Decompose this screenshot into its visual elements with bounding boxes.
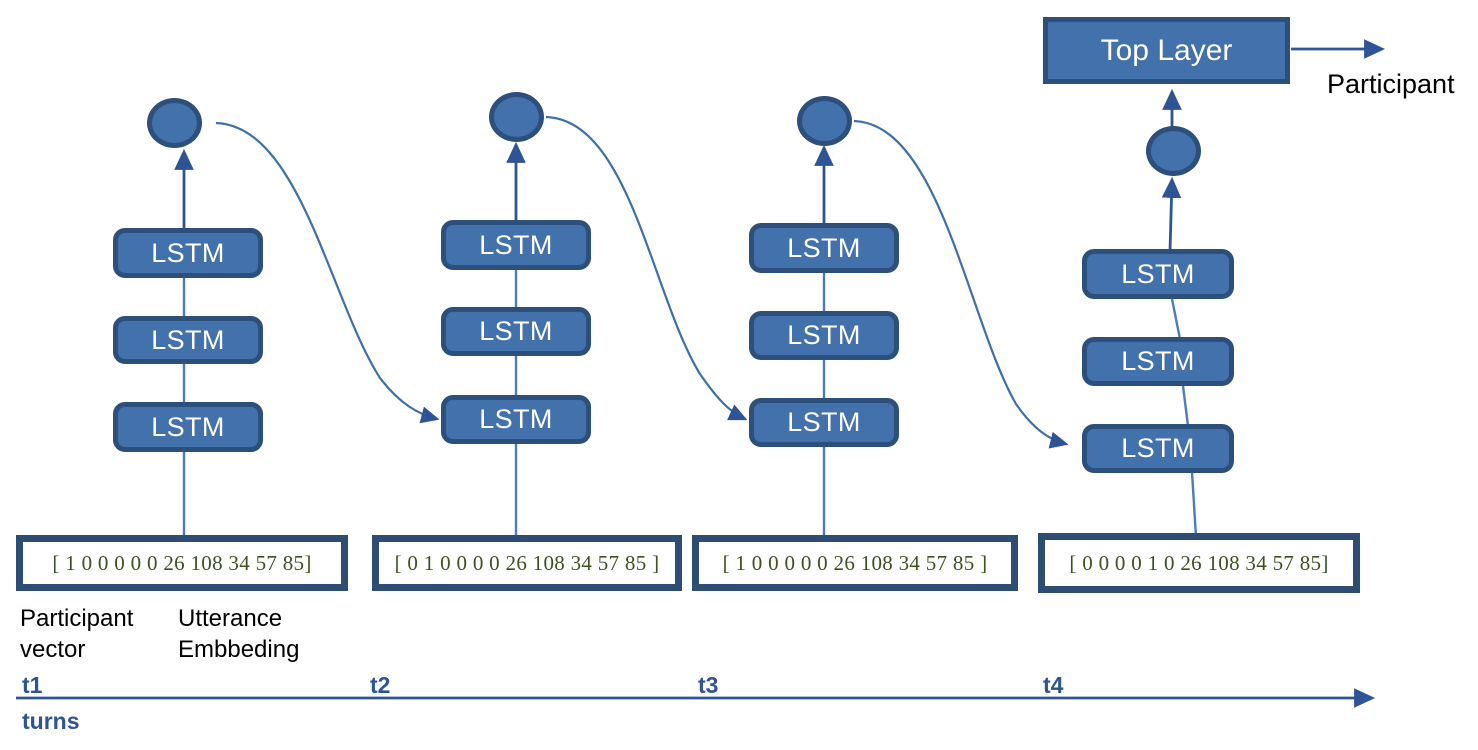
lstm-cell-t4-layer1[interactable]: LSTM bbox=[1082, 424, 1234, 473]
lstm-cell-t4-layer3[interactable]: LSTM bbox=[1082, 249, 1234, 299]
hidden-state-node-t2[interactable] bbox=[489, 92, 544, 142]
output-participant-label: Participant bbox=[1327, 69, 1455, 99]
input-vector-text: [ 0 0 0 0 1 0 26 108 34 57 85] bbox=[1069, 550, 1329, 575]
lstm-cell-t3-layer3[interactable]: LSTM bbox=[749, 223, 899, 273]
hidden-state-node-t1[interactable] bbox=[147, 98, 202, 148]
recurrent-edge-t3-t4 bbox=[853, 119, 1069, 449]
input-vector-text: [ 1 0 0 0 0 0 26 108 34 57 85] bbox=[52, 550, 312, 575]
lstm-cell-t2-layer1[interactable]: LSTM bbox=[441, 395, 591, 444]
lstm-cell-t4-layer2[interactable]: LSTM bbox=[1082, 337, 1234, 386]
lstm-cell-label: LSTM bbox=[479, 229, 553, 260]
lstm-cell-t1-layer2[interactable]: LSTM bbox=[113, 316, 263, 364]
lstm-cell-t2-layer2[interactable]: LSTM bbox=[441, 307, 591, 356]
lstm-cell-t1-layer1[interactable]: LSTM bbox=[113, 402, 263, 452]
lstm-cell-t2-layer3[interactable]: LSTM bbox=[441, 220, 591, 270]
lstm-cell-t1-layer3[interactable]: LSTM bbox=[113, 228, 263, 278]
lstm-cell-label: LSTM bbox=[787, 407, 861, 437]
lstm-cell-t3-layer1[interactable]: LSTM bbox=[749, 398, 899, 447]
lstm-cell-label: LSTM bbox=[1121, 346, 1195, 376]
input-vector-text: [ 0 1 0 0 0 0 26 108 34 57 85 ] bbox=[394, 550, 660, 575]
utterance-embedding-caption: Utterance Embbeding bbox=[178, 605, 300, 663]
input-vector-box-t4[interactable]: [ 0 0 0 0 1 0 26 108 34 57 85] bbox=[1038, 533, 1360, 593]
input-vector-text: [ 1 0 0 0 0 0 26 108 34 57 85 ] bbox=[722, 550, 988, 575]
recurrent-edge-t1-t2 bbox=[215, 121, 440, 424]
hidden-state-node-t3[interactable] bbox=[797, 96, 852, 146]
lstm-cell-label: LSTM bbox=[479, 404, 553, 434]
lstm-cell-label: LSTM bbox=[479, 316, 553, 346]
input-vector-box-t1[interactable]: [ 1 0 0 0 0 0 26 108 34 57 85] bbox=[16, 535, 348, 591]
lstm-cell-t3-layer2[interactable]: LSTM bbox=[749, 311, 899, 360]
hidden-state-node-t4[interactable] bbox=[1146, 126, 1201, 176]
participant-vector-caption: Participant vector bbox=[20, 605, 134, 663]
lstm-cell-label: LSTM bbox=[151, 237, 225, 268]
timeline-tick-t4: t4 bbox=[1043, 672, 1064, 698]
timeline-tick-t3: t3 bbox=[698, 672, 719, 698]
lstm-cell-label: LSTM bbox=[1121, 433, 1195, 463]
top-layer-box[interactable]: Top Layer bbox=[1043, 17, 1290, 84]
lstm-cell-label: LSTM bbox=[151, 324, 225, 355]
lstm-cell-label: LSTM bbox=[787, 320, 861, 350]
input-vector-box-t2[interactable]: [ 0 1 0 0 0 0 26 108 34 57 85 ] bbox=[372, 535, 682, 591]
turns-axis-label: turns bbox=[22, 708, 80, 734]
lstm-cell-label: LSTM bbox=[151, 411, 225, 442]
timeline-tick-t2: t2 bbox=[370, 672, 391, 698]
lstm-cell-label: LSTM bbox=[1121, 258, 1195, 289]
top-layer-label: Top Layer bbox=[1100, 33, 1233, 67]
recurrent-edge-t2-t3 bbox=[545, 115, 748, 421]
timeline-tick-t1: t1 bbox=[22, 672, 43, 698]
input-vector-box-t3[interactable]: [ 1 0 0 0 0 0 26 108 34 57 85 ] bbox=[692, 535, 1018, 591]
lstm-cell-label: LSTM bbox=[787, 232, 861, 263]
